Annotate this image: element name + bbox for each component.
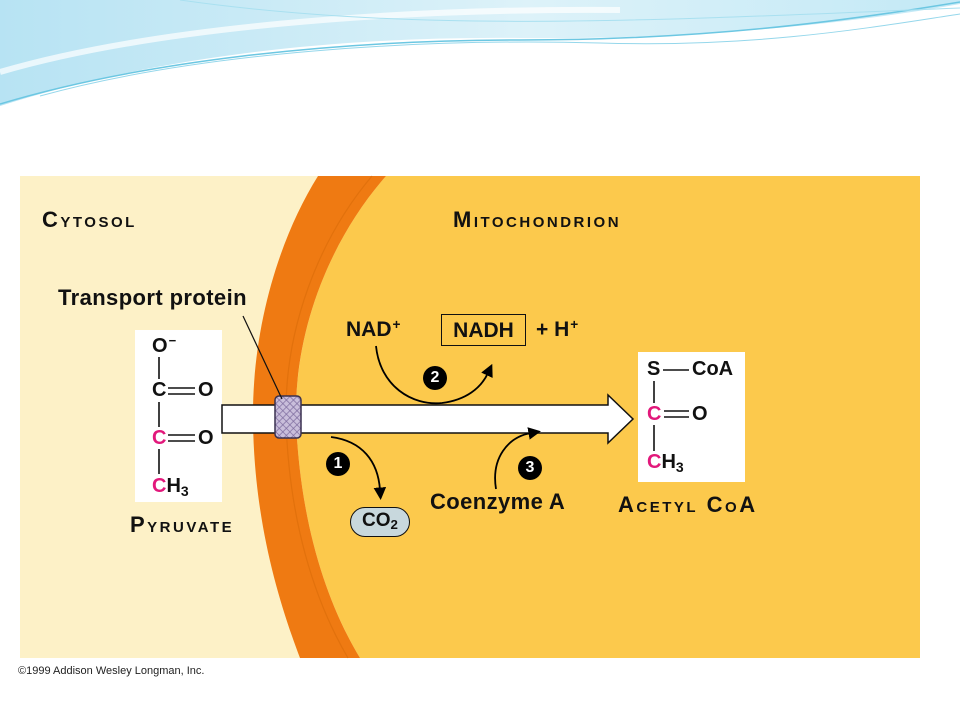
nad-label: NAD+ [346, 316, 401, 341]
pyruvate-carbon-2: C [152, 427, 167, 449]
co2-release-arrow [330, 436, 387, 501]
methyl-carbon: C [647, 451, 662, 473]
methyl-carbon: C [152, 475, 167, 497]
proton-label: + H+ [536, 316, 579, 341]
acetyl-coa-methyl-group: CH3 [647, 451, 684, 476]
pyruvate-carbon-1: C [152, 379, 167, 401]
step-2-marker: 2 [423, 366, 447, 390]
step-3-marker: 3 [518, 456, 542, 480]
acetyl-coa-label: Acetyl CoA [618, 492, 758, 517]
methyl-hydrogen: H [661, 451, 676, 473]
copyright-notice: ©1999 Addison Wesley Longman, Inc. [18, 665, 205, 677]
pyruvate-structure-box [135, 330, 222, 502]
methyl-hydrogen: H [166, 475, 181, 497]
hydrogen-count: 3 [180, 483, 189, 500]
transport-protein-pointer [242, 315, 283, 400]
hydrogen-count: 3 [675, 459, 684, 476]
proton-charge: + [570, 316, 579, 332]
acetyl-coa-carbonyl-carbon: C [647, 403, 662, 425]
coenzyme-a-arrow [494, 427, 541, 490]
acetyl-coa-carbonyl-oxygen: O [692, 403, 708, 425]
nadh-box: NADH [441, 314, 526, 346]
pyruvate-label: Pyruvate [130, 512, 235, 537]
cytosol-label: Cytosol [42, 207, 137, 232]
pyruvate-oxygen-2: O [198, 427, 214, 449]
oxygen-atom: O [152, 335, 168, 357]
acetyl-coa-structure-box [638, 352, 745, 482]
transport-protein [274, 395, 302, 439]
pyruvate-bonds [158, 357, 195, 474]
nad-charge: + [392, 316, 401, 332]
coenzyme-a-label: Coenzyme A [430, 489, 566, 514]
mitochondrion-label: Mitochondrion [453, 207, 622, 232]
acetyl-coa-bonds [653, 369, 689, 451]
co2-text: CO [362, 510, 391, 531]
nad-text: NAD [346, 318, 392, 341]
nadh-label: NADH [453, 318, 514, 342]
acetyl-coa-coa-group: CoA [692, 358, 734, 380]
acetyl-coa-sulfur: S [647, 358, 661, 380]
co2-subscript: 2 [390, 516, 398, 532]
step-1-marker: 1 [326, 452, 350, 476]
transport-protein-label: Transport protein [58, 285, 247, 310]
pyruvate-carboxylate-oxygen: O− [152, 332, 177, 357]
mitochondrial-membrane [252, 176, 386, 658]
pyruvate-oxygen-1: O [198, 379, 214, 401]
proton-text: + H [536, 318, 570, 341]
header-swoosh [0, 0, 960, 106]
negative-charge: − [168, 332, 177, 348]
nad-reduction-arrow [375, 345, 493, 405]
pyruvate-methyl-group: CH3 [152, 475, 189, 500]
